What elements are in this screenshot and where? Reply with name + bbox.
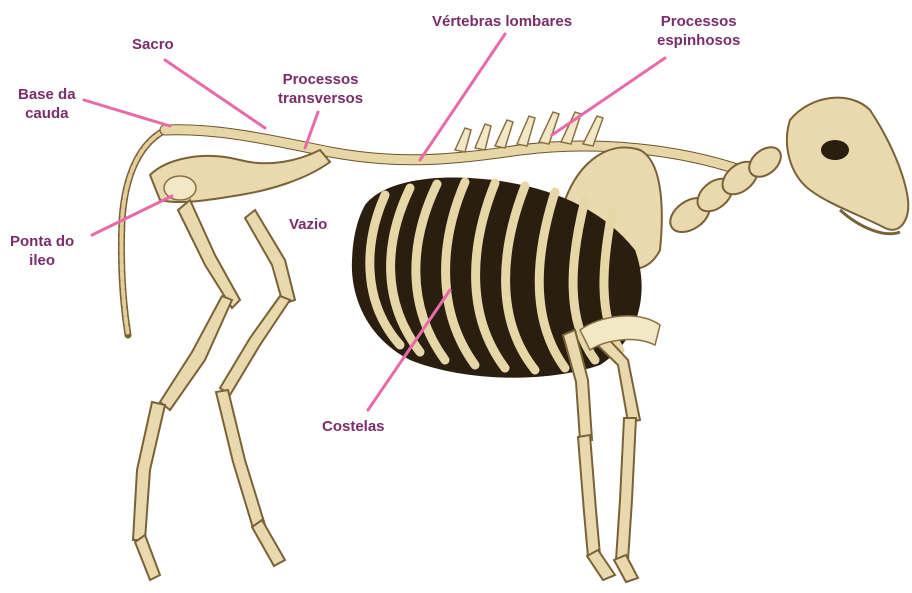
leader-base-cauda: [84, 100, 170, 126]
label-processos-espinhosos-line1: Processos: [657, 12, 740, 31]
leader-processos-transversos: [305, 112, 318, 148]
hind-legs: [133, 200, 295, 580]
label-base-da-cauda-line2: cauda: [18, 104, 76, 123]
leader-sacro: [165, 60, 265, 128]
label-base-da-cauda: Base da cauda: [18, 85, 76, 123]
label-processos-transversos-line2: transversos: [278, 89, 363, 108]
label-vertebras-lombares: Vértebras lombares: [432, 12, 572, 31]
tail: [121, 128, 170, 335]
label-ponta-do-ileo: Ponta do ileo: [10, 232, 74, 270]
label-costelas: Costelas: [322, 417, 385, 436]
label-sacro-text: Sacro: [132, 35, 174, 54]
label-vazio: Vazio: [289, 215, 327, 234]
label-vertebras-lombares-text: Vértebras lombares: [432, 12, 572, 31]
label-base-da-cauda-line1: Base da: [18, 85, 76, 104]
label-processos-espinhosos: Processos espinhosos: [657, 12, 740, 50]
front-legs: [563, 316, 660, 582]
label-vazio-text: Vazio: [289, 215, 327, 234]
label-ponta-do-ileo-line2: ileo: [10, 251, 74, 270]
label-sacro: Sacro: [132, 35, 174, 54]
label-processos-transversos-line1: Processos: [278, 70, 363, 89]
label-ponta-do-ileo-line1: Ponta do: [10, 232, 74, 251]
skull: [787, 98, 908, 230]
label-processos-transversos: Processos transversos: [278, 70, 363, 108]
leader-processos-espinhosos: [552, 58, 665, 135]
label-processos-espinhosos-line2: espinhosos: [657, 31, 740, 50]
label-costelas-text: Costelas: [322, 417, 385, 436]
leader-ponta-ileo: [92, 196, 172, 235]
